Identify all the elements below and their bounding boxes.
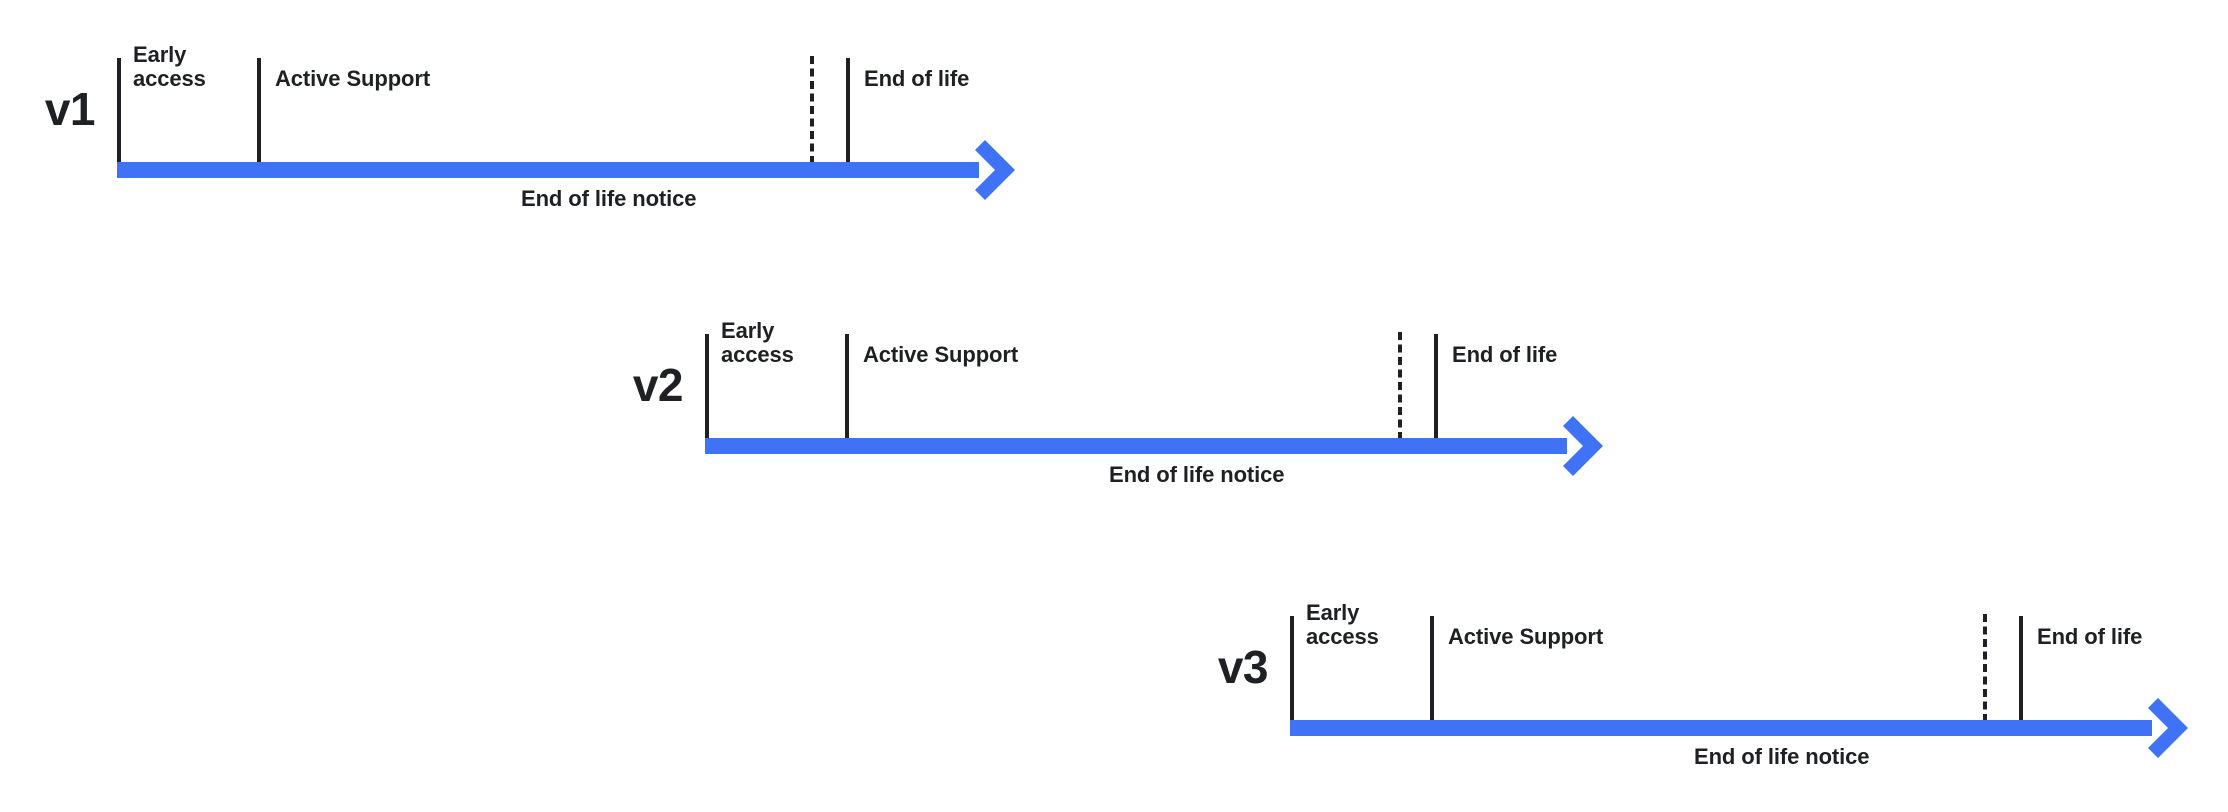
arrow-head-icon [975, 140, 1023, 200]
arrow-head-icon [2148, 698, 2196, 758]
phase-label-end-of-life: End of life [1452, 342, 1558, 368]
timeline-row-v3: v3 Early access Active Support End of li… [1218, 572, 2191, 769]
divider-early-access-start [1290, 616, 1294, 720]
lifecycle-bar [705, 438, 1567, 454]
phase-label-end-of-life: End of life [2037, 624, 2143, 650]
divider-end-of-life-notice [1983, 614, 1987, 722]
divider-end-of-life-notice [1398, 332, 1402, 440]
arrow-head-icon [1563, 416, 1611, 476]
timeline-row-v2: v2 Early access Active Support End of li… [633, 290, 1606, 487]
divider-active-support-start [257, 58, 261, 162]
phase-label-active-support: Active Support [863, 342, 1019, 368]
version-label-v3: v3 [1217, 641, 1269, 693]
divider-active-support-start [1430, 616, 1434, 720]
end-of-life-notice-label: End of life notice [521, 186, 697, 211]
phase-label-active-support: Active Support [1448, 624, 1604, 650]
divider-end-of-life-notice [810, 56, 814, 164]
version-label-v2: v2 [632, 359, 684, 411]
phase-label-end-of-life: End of life [864, 66, 970, 92]
divider-end-of-life-start [846, 58, 850, 162]
divider-end-of-life-start [2019, 616, 2023, 720]
phase-label-early-access: Early access [1306, 599, 1379, 650]
phase-label-early-access: Early access [721, 317, 794, 368]
lifecycle-bar [1290, 720, 2152, 736]
phase-label-early-access: Early access [133, 41, 206, 92]
divider-early-access-start [117, 58, 121, 162]
version-label-v1: v1 [44, 83, 96, 135]
divider-end-of-life-start [1434, 334, 1438, 438]
lifecycle-bar [117, 162, 979, 178]
timeline-row-v1: v1 Early access Active Support End of li… [45, 14, 1018, 211]
divider-active-support-start [845, 334, 849, 438]
end-of-life-notice-label: End of life notice [1109, 462, 1285, 487]
phase-label-active-support: Active Support [275, 66, 431, 92]
end-of-life-notice-label: End of life notice [1694, 744, 1870, 769]
divider-early-access-start [705, 334, 709, 438]
